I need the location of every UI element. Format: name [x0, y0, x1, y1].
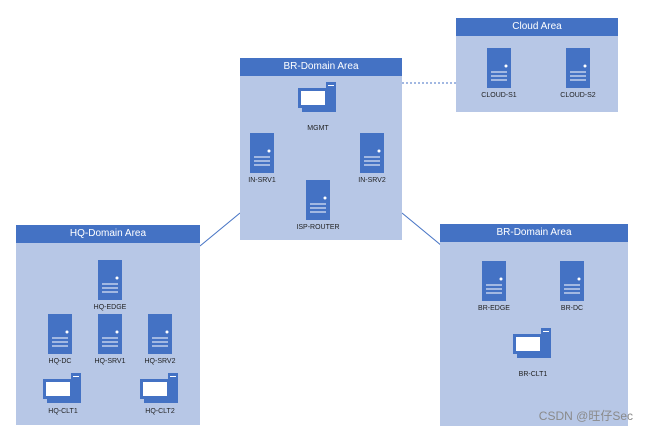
cloud-area: Cloud Area	[456, 18, 618, 112]
node-label: BR-EDGE	[478, 305, 510, 312]
hq-domain-area-header: HQ-Domain Area	[16, 225, 200, 243]
br-domain-area-top-header: BR-Domain Area	[240, 58, 402, 76]
server-icon	[306, 180, 330, 220]
server-icon	[560, 261, 584, 301]
workstation-icon	[298, 82, 336, 112]
node-label: HQ-EDGE	[93, 304, 127, 311]
node-label: HQ-SRV1	[94, 358, 126, 365]
server-icon	[98, 314, 122, 354]
node-label: CLOUD-S1	[481, 92, 517, 99]
server-icon	[482, 261, 506, 301]
link-br-to-hq	[199, 212, 241, 247]
node-label: MGMT	[307, 125, 329, 132]
node-label: ISP-ROUTER	[296, 224, 340, 231]
workstation-icon	[140, 373, 178, 403]
link-br-to-br-right	[401, 212, 443, 247]
node-label: BR-DC	[560, 305, 584, 312]
server-icon	[48, 314, 72, 354]
br-domain-area-right-header: BR-Domain Area	[440, 224, 628, 242]
node-label: HQ-DC	[48, 358, 72, 365]
server-icon	[250, 133, 274, 173]
node-label: HQ-CLT1	[48, 408, 78, 415]
watermark: CSDN @旺仔Sec	[538, 409, 633, 423]
server-icon	[360, 133, 384, 173]
br-domain-area-right: BR-Domain Area	[440, 224, 628, 426]
node-label: CLOUD-S2	[560, 92, 596, 99]
node-label: BR-CLT1	[518, 371, 548, 378]
node-label: HQ-SRV2	[144, 358, 176, 365]
workstation-icon	[43, 373, 81, 403]
node-label: IN-SRV2	[358, 177, 386, 184]
node-label: IN-SRV1	[248, 177, 276, 184]
node-label: HQ-CLT2	[145, 408, 175, 415]
cloud-area-header: Cloud Area	[456, 18, 618, 36]
server-icon	[98, 260, 122, 300]
server-icon	[566, 48, 590, 88]
workstation-icon	[513, 328, 551, 358]
server-icon	[487, 48, 511, 88]
server-icon	[148, 314, 172, 354]
